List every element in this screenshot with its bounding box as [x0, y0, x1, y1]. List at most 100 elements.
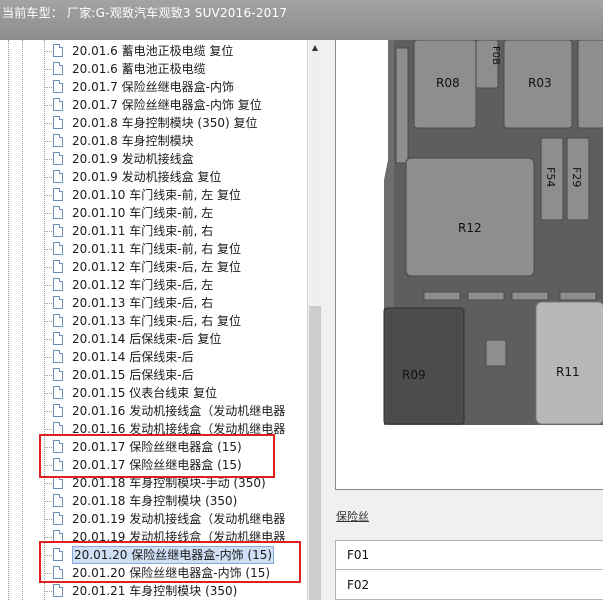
tree-item[interactable]: 20.01.6 蓄电池正极电缆 复位 [44, 42, 307, 60]
tree-branch-line [44, 483, 52, 484]
fuse-row[interactable]: F01 [336, 541, 603, 570]
tree-guide-line [8, 40, 9, 600]
tree-scrollbar[interactable]: ▲ [307, 40, 322, 600]
tree-item-label: 20.01.10 车门线束-前, 左 [72, 206, 214, 220]
fuse-box-drawing: R08 R03 R12 R09 R11 F0B F54 F29 [336, 40, 603, 489]
fuse-box-diagram[interactable]: R08 R03 R12 R09 R11 F0B F54 F29 [335, 40, 603, 490]
tree-item[interactable]: 20.01.16 发动机接线盒（发动机继电器 [44, 420, 307, 438]
tree-item[interactable]: 20.01.13 车门线束-后, 右 [44, 294, 307, 312]
tree-item[interactable]: 20.01.18 车身控制模块 (350) [44, 492, 307, 510]
tree-guide-line [22, 40, 23, 600]
relay-edge [577, 40, 603, 129]
tree-item[interactable]: 20.01.14 后保线束-后 [44, 348, 307, 366]
tree-branch-line [44, 177, 52, 178]
tree-item[interactable]: 20.01.20 保险丝继电器盒-内饰 (15) [44, 564, 307, 582]
tree-branch-line [44, 69, 52, 70]
tree-item-label: 20.01.20 保险丝继电器盒-内饰 (15) [72, 546, 275, 564]
tree-item[interactable]: 20.01.6 蓄电池正极电缆 [44, 60, 307, 78]
label-f54: F54 [544, 167, 557, 187]
tree-item[interactable]: 20.01.11 车门线束-前, 右 [44, 222, 307, 240]
tree-item[interactable]: 20.01.13 车门线束-后, 右 复位 [44, 312, 307, 330]
tree-item-label: 20.01.12 车门线束-后, 左 [72, 278, 214, 292]
document-icon [53, 296, 63, 309]
fuse-row-label: F01 [347, 548, 370, 562]
title-bar: 当前车型： 厂家:G-观致汽车观致3 SUV2016-2017 [0, 0, 603, 40]
tree-branch-line [44, 537, 52, 538]
tree-item[interactable]: 20.01.7 保险丝继电器盒-内饰 复位 [44, 96, 307, 114]
document-icon [53, 116, 63, 129]
document-icon [53, 404, 63, 417]
tree-item[interactable]: 20.01.19 发动机接线盒（发动机继电器 [44, 528, 307, 546]
tree-branch-line [44, 447, 52, 448]
tree-branch-line [44, 249, 52, 250]
tree-item[interactable]: 20.01.9 发动机接线盒 [44, 150, 307, 168]
tree-item-label: 20.01.11 车门线束-前, 右 [72, 224, 214, 238]
tree-branch-line [44, 321, 52, 322]
tree-item-label: 20.01.20 保险丝继电器盒-内饰 (15) [72, 566, 271, 580]
tree-item[interactable]: 20.01.8 车身控制模块 [44, 132, 307, 150]
slot [511, 291, 549, 301]
tree-item[interactable]: 20.01.21 车身控制模块 (350) [44, 582, 307, 600]
tree-branch-line [44, 303, 52, 304]
tree-branch-line [44, 393, 52, 394]
current-model: 当前车型： 厂家:G-观致汽车观致3 SUV2016-2017 [2, 4, 287, 21]
tree-branch-line [44, 591, 52, 592]
tree-item[interactable]: 20.01.15 仪表台线束 复位 [44, 384, 307, 402]
tree-item-label: 20.01.19 发动机接线盒（发动机继电器 [72, 512, 286, 526]
tree-item[interactable]: 20.01.18 车身控制模块-手动 (350) [44, 474, 307, 492]
document-icon [53, 386, 63, 399]
scroll-up-arrow-icon[interactable]: ▲ [311, 43, 319, 52]
current-model-label: 当前车型： [2, 6, 64, 20]
tree-item[interactable]: 20.01.17 保险丝继电器盒 (15) [44, 456, 307, 474]
tree-branch-line [44, 573, 52, 574]
tree-item[interactable]: 20.01.20 保险丝继电器盒-内饰 (15) [44, 546, 307, 564]
tree-item[interactable]: 20.01.15 后保线束-后 [44, 366, 307, 384]
tree-item-label: 20.01.9 发动机接线盒 复位 [72, 170, 222, 184]
side-rail [395, 47, 409, 164]
tree-branch-line [44, 429, 52, 430]
tree-item-label: 20.01.14 后保线束-后 [72, 350, 194, 364]
tree-item[interactable]: 20.01.19 发动机接线盒（发动机继电器 [44, 510, 307, 528]
tree-item-label: 20.01.17 保险丝继电器盒 (15) [72, 458, 242, 472]
tree-item-label: 20.01.21 车身控制模块 (350) [72, 584, 238, 598]
document-icon [53, 44, 63, 57]
tree-item-label: 20.01.12 车门线束-后, 左 复位 [72, 260, 242, 274]
tree-guide-line [44, 40, 45, 600]
label-r03: R03 [528, 76, 552, 90]
tree-item[interactable]: 20.01.8 车身控制模块 (350) 复位 [44, 114, 307, 132]
tree-item-label: 20.01.18 车身控制模块 (350) [72, 494, 238, 508]
tree-branch-line [44, 141, 52, 142]
document-icon [53, 566, 63, 579]
highlight-box-fuse-relay-interior [39, 541, 301, 583]
tree-item[interactable]: 20.01.17 保险丝继电器盒 (15) [44, 438, 307, 456]
document-icon [53, 584, 63, 597]
document-icon [53, 242, 63, 255]
document-icon [53, 170, 63, 183]
tree-branch-line [44, 213, 52, 214]
tree-item-label: 20.01.6 蓄电池正极电缆 复位 [72, 44, 234, 58]
fuse-row[interactable]: F02 [336, 571, 603, 600]
tree-item[interactable]: 20.01.11 车门线束-前, 右 复位 [44, 240, 307, 258]
scrollbar-thumb[interactable] [309, 306, 321, 600]
tree-item-label: 20.01.15 仪表台线束 复位 [72, 386, 218, 400]
document-icon [53, 260, 63, 273]
tree-item[interactable]: 20.01.14 后保线束-后 复位 [44, 330, 307, 348]
tree-item[interactable]: 20.01.9 发动机接线盒 复位 [44, 168, 307, 186]
tree-item[interactable]: 20.01.10 车门线束-前, 左 [44, 204, 307, 222]
document-icon [53, 188, 63, 201]
tree-item-label: 20.01.8 车身控制模块 (350) 复位 [72, 116, 258, 130]
tree-branch-line [44, 465, 52, 466]
tree-item[interactable]: 20.01.7 保险丝继电器盒-内饰 [44, 78, 307, 96]
tree-item-label: 20.01.13 车门线束-后, 右 [72, 296, 214, 310]
relay-r12 [405, 157, 535, 277]
fuse-list[interactable]: F01 F02 [335, 540, 603, 600]
tree-item[interactable]: 20.01.12 车门线束-后, 左 复位 [44, 258, 307, 276]
tree-item-label: 20.01.11 车门线束-前, 右 复位 [72, 242, 242, 256]
tree-branch-line [44, 555, 52, 556]
tree-item[interactable]: 20.01.12 车门线束-后, 左 [44, 276, 307, 294]
tree-item[interactable]: 20.01.16 发动机接线盒（发动机继电器 [44, 402, 307, 420]
tree-item[interactable]: 20.01.10 车门线束-前, 左 复位 [44, 186, 307, 204]
tree-branch-line [44, 285, 52, 286]
document-icon [53, 62, 63, 75]
